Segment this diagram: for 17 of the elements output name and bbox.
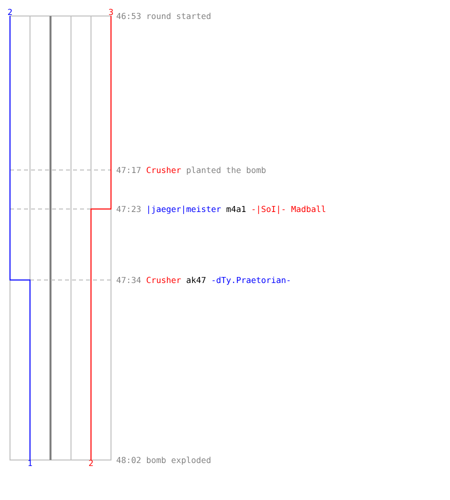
player-count: 2 xyxy=(8,8,12,15)
weapon-name: ak47 xyxy=(186,276,206,284)
timestamp: 47:23 xyxy=(116,206,141,212)
player-count: 1 xyxy=(28,460,32,466)
event-text: 48:02 bomb exploded xyxy=(116,456,210,465)
player-name: Crusher xyxy=(146,276,181,284)
weapon-name: m4a1 xyxy=(226,206,246,212)
player-name: -|SoI|- Madball xyxy=(252,206,326,214)
player-name: -dTy.Praetorian- xyxy=(212,276,290,285)
event-text: planted the bomb xyxy=(186,166,266,175)
timestamp: 47:34 xyxy=(116,276,141,284)
timestamp: 47:17 xyxy=(116,166,141,173)
player-name: |jaeger|meister xyxy=(148,206,221,214)
event-text: 46:53 round started xyxy=(116,12,210,20)
player-name: Crusher xyxy=(146,166,181,174)
player-count: 2 xyxy=(89,460,93,466)
player-count: 3 xyxy=(109,8,113,16)
